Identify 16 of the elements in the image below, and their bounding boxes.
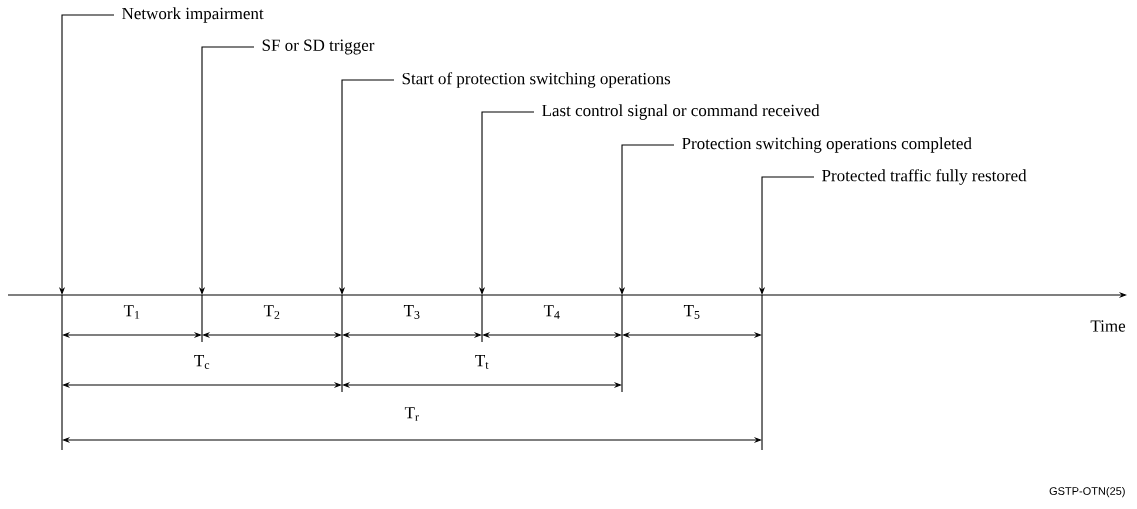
duration-label: T$_{2}$: [263, 305, 280, 319]
event-label: Protection switching operations completed: [682, 137, 972, 153]
event-label: Network impairment: [122, 7, 264, 23]
axis-label: Time: [1090, 320, 1126, 332]
duration-label: T$_{1}$: [123, 305, 140, 319]
duration-label: T$_{r}$: [404, 407, 419, 421]
duration-label: T$_{4}$: [543, 305, 560, 319]
duration-label: T$_{3}$: [403, 305, 420, 319]
event-label: Start of protection switching operations: [402, 72, 671, 88]
duration-label: T$_{c}$: [194, 355, 210, 369]
figure-id: GSTP-OTN(25): [1049, 486, 1125, 498]
duration-label: T$_{t}$: [475, 355, 489, 369]
event-label: Protected traffic fully restored: [822, 169, 1027, 185]
event-label: SF or SD trigger: [262, 39, 375, 55]
event-label: Last control signal or command received: [542, 104, 820, 120]
duration-label: T$_{5}$: [683, 305, 700, 319]
